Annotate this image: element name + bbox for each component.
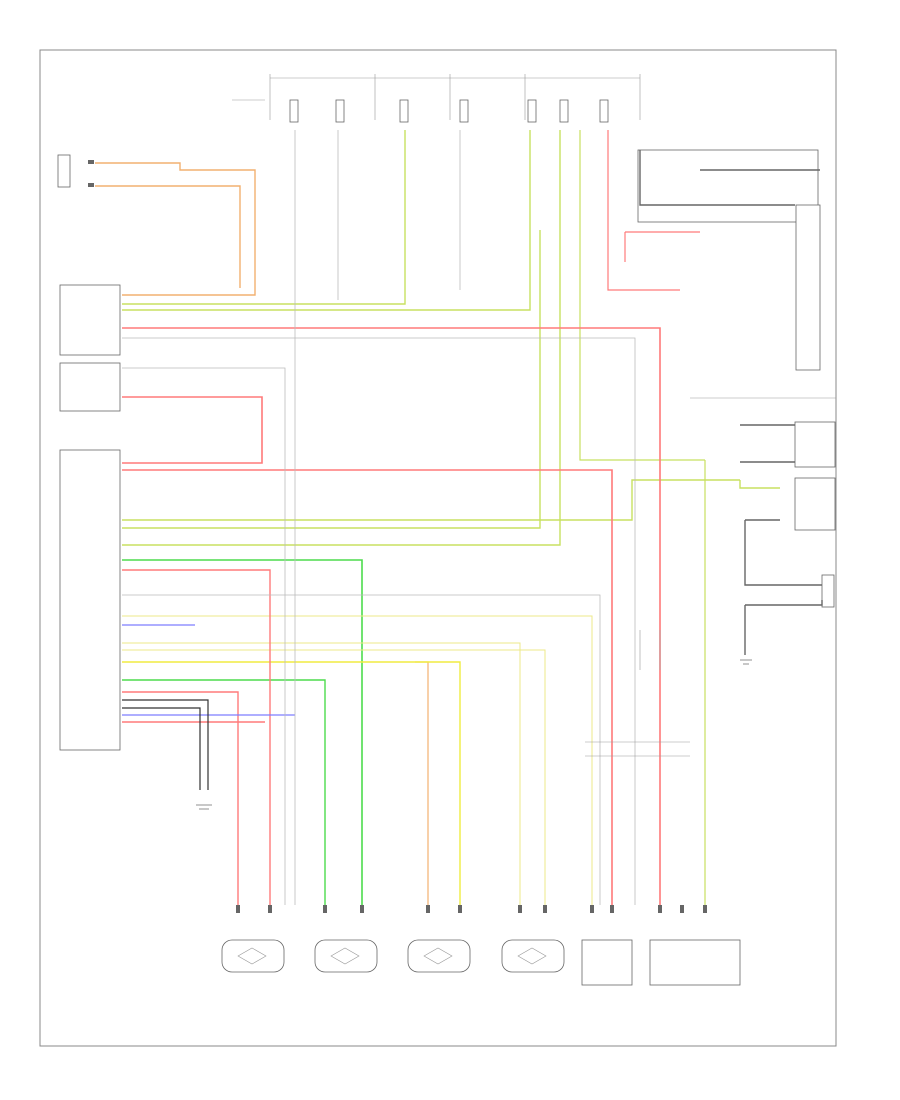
yaw-rate-sensor-box (581, 939, 633, 986)
orange-wires (95, 162, 429, 905)
yellow-green-wires (122, 130, 780, 905)
fuse-bus (232, 74, 641, 120)
left-rear-sensor (314, 939, 378, 973)
splice-junction (585, 630, 690, 757)
black-wires (122, 150, 823, 790)
relay-box (637, 149, 819, 223)
right-front-sensor (407, 939, 471, 973)
brake-switch-box (59, 362, 121, 412)
combination-meter-box (795, 204, 821, 371)
right-rear-sensor (501, 939, 565, 973)
left-front-sensor (221, 939, 285, 973)
grey-wires (122, 130, 636, 905)
yellow-wires (122, 615, 593, 905)
red-wires (122, 130, 700, 905)
right-connector-box (821, 574, 835, 608)
top-left-connector (57, 154, 94, 188)
bottom-connectors (236, 905, 707, 913)
g-sensor-box (649, 939, 741, 986)
fuse-block (289, 99, 609, 123)
green-wires (122, 559, 363, 905)
control-module-box (59, 449, 121, 751)
switch-box (794, 477, 836, 531)
ground-symbols (196, 659, 752, 810)
diagram-frame (39, 49, 837, 1047)
steering-angle-sensor-box (59, 284, 121, 356)
warning-lamp-box (794, 421, 836, 468)
